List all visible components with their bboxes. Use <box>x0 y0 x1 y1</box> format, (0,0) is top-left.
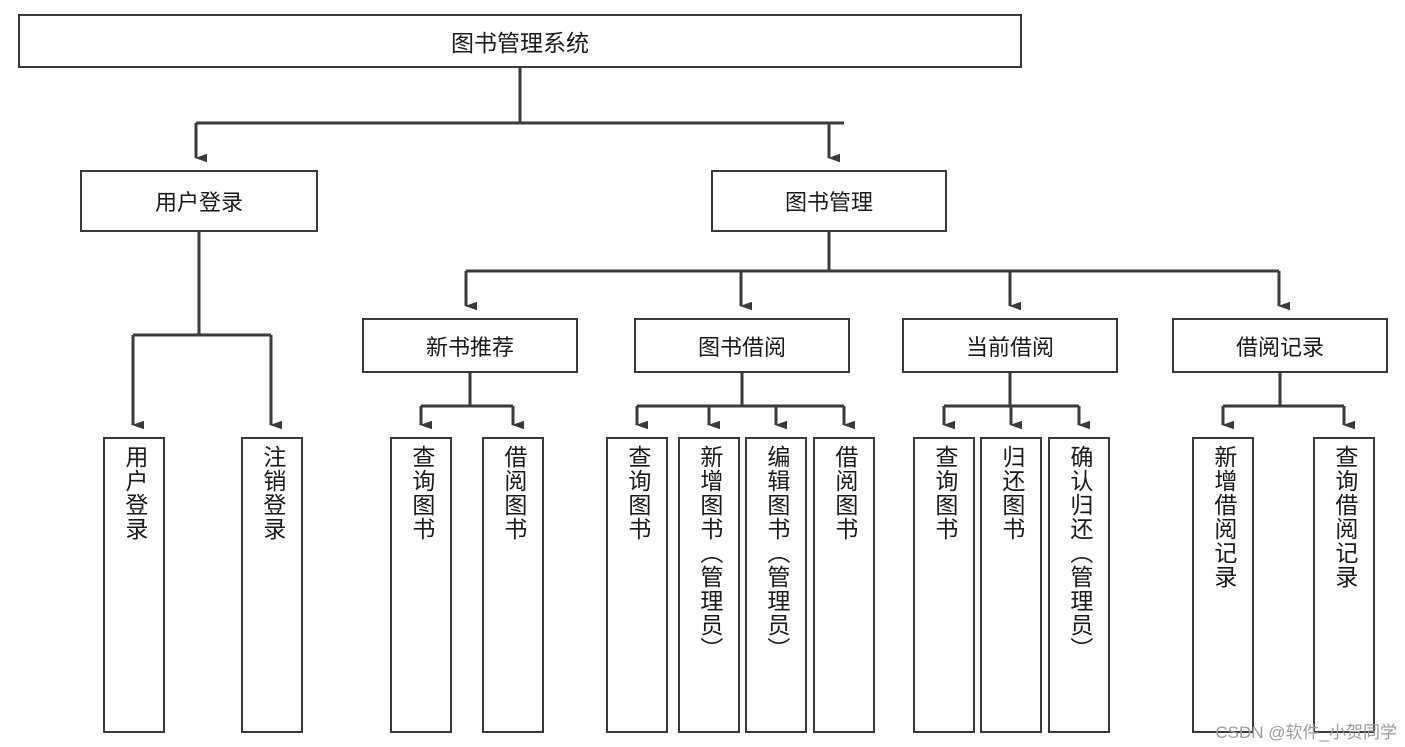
node-book-borrow[interactable]: 图书借阅 <box>634 318 850 373</box>
leaf-query-borrow-record[interactable]: 查询借阅记录 <box>1313 437 1375 733</box>
leaf-query-book-borrow[interactable]: 查询图书 <box>606 437 668 733</box>
leaf-label: 归还图书 <box>998 445 1025 541</box>
leaf-edit-book-admin[interactable]: 编辑图书（管理员） <box>745 437 807 733</box>
leaf-borrow-book[interactable]: 借阅图书 <box>813 437 875 733</box>
node-current-borrow[interactable]: 当前借阅 <box>902 318 1118 373</box>
node-book-management[interactable]: 图书管理 <box>711 170 947 232</box>
watermark: CSDN @软件_小贺同学 <box>1215 723 1397 742</box>
node-new-book-recommend[interactable]: 新书推荐 <box>362 318 578 373</box>
leaf-add-borrow-record[interactable]: 新增借阅记录 <box>1192 437 1254 733</box>
leaf-query-book-recommend[interactable]: 查询图书 <box>390 437 452 733</box>
leaf-logout[interactable]: 注销登录 <box>241 437 303 733</box>
leaf-label: 借阅图书 <box>831 445 858 541</box>
leaf-return-book[interactable]: 归还图书 <box>980 437 1042 733</box>
leaf-query-book-current[interactable]: 查询图书 <box>913 437 975 733</box>
leaf-label: 查询图书 <box>931 445 958 541</box>
leaf-label: 编辑图书（管理员） <box>763 445 790 661</box>
leaf-label: 新增图书（管理员） <box>696 445 723 661</box>
leaf-label: 借阅图书 <box>500 445 527 541</box>
leaf-label: 确认归还（管理员） <box>1066 445 1093 661</box>
leaf-label: 注销登录 <box>259 445 286 541</box>
node-borrow-record[interactable]: 借阅记录 <box>1172 318 1388 373</box>
leaf-label: 查询图书 <box>624 445 651 541</box>
leaf-label: 查询图书 <box>408 445 435 541</box>
leaf-confirm-return-admin[interactable]: 确认归还（管理员） <box>1048 437 1110 733</box>
leaf-borrow-book-recommend[interactable]: 借阅图书 <box>482 437 544 733</box>
leaf-label: 新增借阅记录 <box>1210 445 1237 589</box>
node-root[interactable]: 图书管理系统 <box>18 14 1022 68</box>
leaf-user-login[interactable]: 用户登录 <box>103 437 165 733</box>
leaf-add-book-admin[interactable]: 新增图书（管理员） <box>678 437 740 733</box>
leaf-label: 用户登录 <box>121 445 148 541</box>
leaf-label: 查询借阅记录 <box>1331 445 1358 589</box>
node-user-login[interactable]: 用户登录 <box>80 170 318 232</box>
